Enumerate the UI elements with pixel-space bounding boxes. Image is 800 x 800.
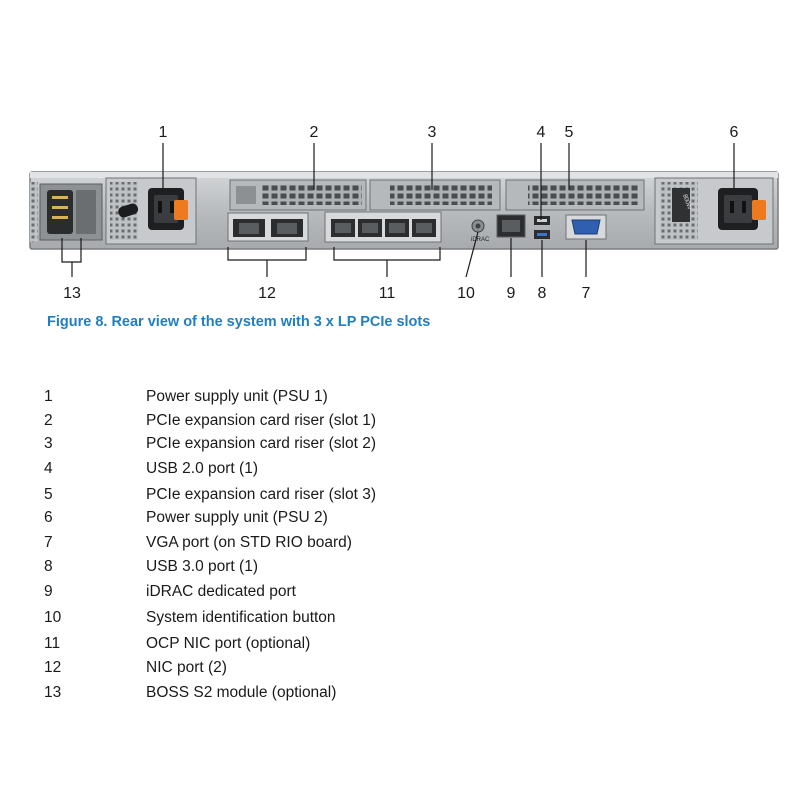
legend-description: PCIe expansion card riser (slot 1): [146, 412, 377, 429]
legend-number: 4: [44, 460, 53, 477]
legend-description: OCP NIC port (optional): [146, 635, 311, 652]
legend-description: USB 3.0 port (1): [146, 558, 258, 575]
legend-description: iDRAC dedicated port: [146, 583, 296, 600]
usb-2-port[interactable]: [534, 216, 550, 225]
callout-3: 3: [428, 124, 437, 141]
power-supply-unit-2[interactable]: 800W: [654, 177, 774, 245]
usb-3-port[interactable]: [534, 230, 550, 239]
pcie-riser-slot-2[interactable]: [369, 179, 501, 211]
legend-number: 13: [44, 684, 62, 701]
callout-13: 13: [63, 285, 81, 302]
pcie-riser-slot-3[interactable]: [505, 179, 645, 211]
nic-port-pair[interactable]: [227, 212, 309, 242]
legend-description: NIC port (2): [146, 659, 227, 676]
ocp-nic-ports[interactable]: [324, 211, 442, 243]
legend-number: 2: [44, 412, 53, 429]
legend-description: PCIe expansion card riser (slot 3): [146, 486, 377, 503]
legend-description: Power supply unit (PSU 2): [146, 509, 328, 526]
legend-number: 5: [44, 486, 53, 503]
callout-12: 12: [258, 285, 276, 302]
system-id-button[interactable]: [471, 219, 485, 233]
boss-s2-module[interactable]: [30, 182, 103, 242]
vga-port[interactable]: [565, 214, 607, 240]
callout-11: 11: [379, 285, 396, 302]
legend-number: 10: [44, 609, 62, 626]
callout-1: 1: [159, 124, 168, 141]
legend-description: VGA port (on STD RIO board): [146, 534, 352, 551]
legend-description: BOSS S2 module (optional): [146, 684, 337, 701]
power-supply-unit-1[interactable]: [105, 177, 197, 245]
server-rear-view-diagram: iDRAC 800W: [29, 124, 779, 302]
legend-number: 3: [44, 435, 53, 452]
callout-4: 4: [537, 124, 546, 141]
legend-number: 1: [44, 388, 53, 405]
legend-number: 6: [44, 509, 53, 526]
callout-8: 8: [538, 285, 547, 302]
idrac-dedicated-port[interactable]: iDRAC: [471, 214, 526, 243]
callout-2: 2: [310, 124, 319, 141]
callout-5: 5: [565, 124, 574, 141]
callout-6: 6: [730, 124, 739, 141]
pcie-riser-slot-1[interactable]: [229, 179, 367, 211]
figure-caption: Figure 8. Rear view of the system with 3…: [47, 314, 431, 330]
legend-number: 7: [44, 534, 53, 551]
legend-number: 11: [44, 635, 61, 652]
legend-description: PCIe expansion card riser (slot 2): [146, 435, 377, 452]
legend-number: 9: [44, 583, 53, 600]
callout-9: 9: [507, 285, 516, 302]
legend-number: 8: [44, 558, 53, 575]
legend-description: System identification button: [146, 609, 336, 626]
legend-description: Power supply unit (PSU 1): [146, 388, 328, 405]
legend-number: 12: [44, 659, 62, 676]
callout-lines: [61, 143, 735, 278]
callout-10: 10: [457, 285, 475, 302]
callout-7: 7: [582, 285, 591, 302]
idrac-label: iDRAC: [471, 237, 490, 243]
callout-numbers: 1 2 3 4 5 6 13 12 11 10 9 8 7: [63, 124, 738, 302]
legend-description: USB 2.0 port (1): [146, 460, 258, 477]
psu-rating-label: 800W: [681, 194, 692, 211]
